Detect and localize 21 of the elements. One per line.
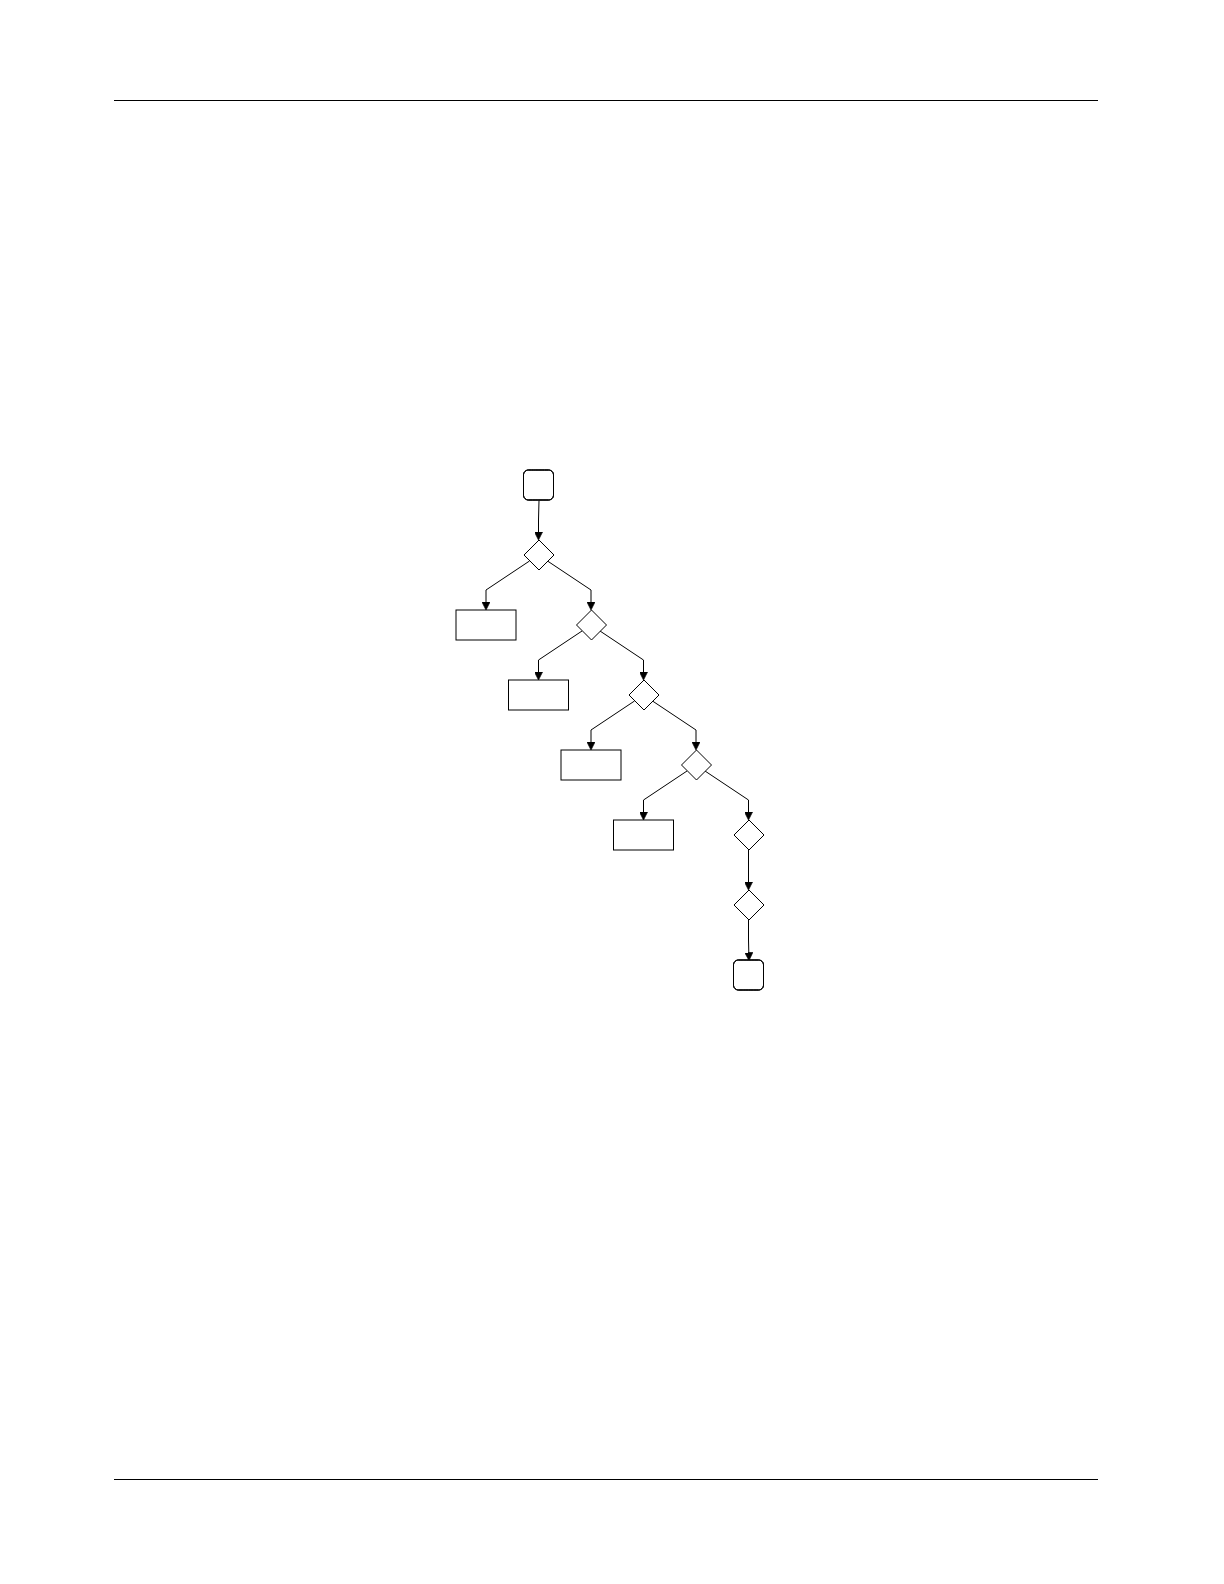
node-diamond: [681, 749, 712, 781]
node-box: [613, 819, 674, 851]
node-diamond: [628, 679, 660, 711]
node-box: [560, 749, 622, 781]
arrow: [639, 770, 688, 821]
arrow: [652, 700, 701, 751]
arrow: [744, 849, 753, 891]
node-diamond: [523, 539, 555, 571]
arrow: [547, 560, 596, 611]
arrow: [534, 500, 543, 541]
arrow: [704, 770, 753, 821]
node-diamond: [733, 889, 765, 921]
arrow: [744, 919, 754, 961]
arrow: [599, 630, 648, 681]
arrow: [534, 630, 583, 681]
arrow: [481, 560, 530, 611]
node-box: [508, 679, 569, 711]
node-box: [455, 609, 517, 641]
node-diamond: [733, 819, 765, 851]
arrow: [586, 700, 635, 751]
node-diamond: [576, 609, 607, 641]
